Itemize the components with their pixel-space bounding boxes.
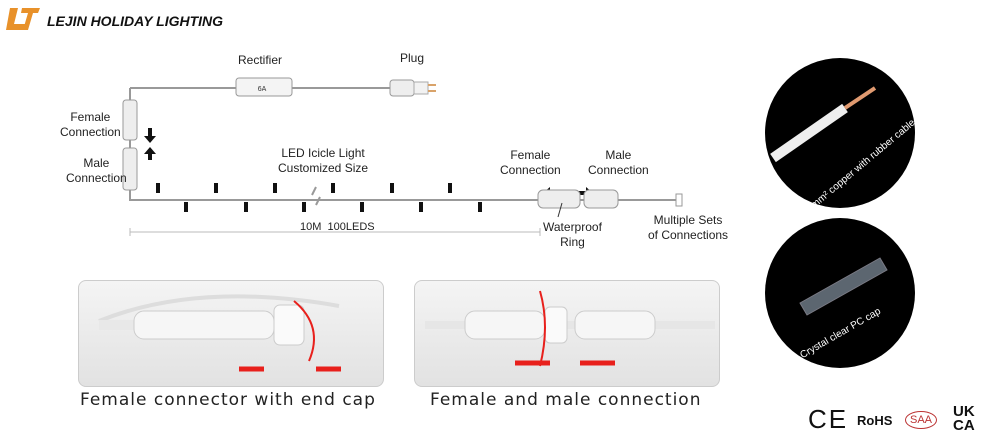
brand-logo xyxy=(6,6,42,32)
ce-mark: CE xyxy=(808,404,849,434)
led-bulb xyxy=(331,183,335,193)
dimension-label: 10M 100LEDS xyxy=(300,221,375,233)
male-connection-right-label: Male Connection xyxy=(588,148,649,177)
led-bulb xyxy=(302,202,306,212)
male-connection-left-label: Male Connection xyxy=(66,156,127,185)
led-bulb xyxy=(214,183,218,193)
product-label: LED Icicle Light Customized Size xyxy=(278,146,369,175)
led-bulb xyxy=(390,183,394,193)
led-bulb xyxy=(156,183,160,193)
led-bulb xyxy=(478,202,482,212)
photo-caption-2: Female and male connection xyxy=(430,390,702,410)
photo-female-male-connection xyxy=(414,280,720,387)
ukca-mark: UK CA xyxy=(953,403,975,434)
led-bulb xyxy=(184,202,188,212)
photo-caption-1: Female connector with end cap xyxy=(80,390,376,410)
plug-label: Plug xyxy=(400,51,425,65)
wiring-diagram: 6A xyxy=(122,77,683,236)
plug-icon xyxy=(389,79,436,97)
feature-pc-cap: Crystal clear PC cap xyxy=(765,218,915,368)
photo-female-end-cap xyxy=(78,280,384,387)
female-connection-right-label: Female Connection xyxy=(500,148,561,177)
led-bulb xyxy=(448,183,452,193)
led-bulb xyxy=(360,202,364,212)
led-bulb xyxy=(273,183,277,193)
waterproof-ring-label: Waterproof Ring xyxy=(543,220,602,249)
feature-cable: 0.3mm² copper with rubber cable xyxy=(765,58,915,208)
rectifier-rating: 6A xyxy=(258,86,267,93)
brand-name: LEJIN HOLIDAY LIGHTING xyxy=(47,13,224,29)
rectifier-box xyxy=(235,77,293,97)
rohs-mark: RoHS xyxy=(857,413,893,428)
right-connectors xyxy=(537,189,683,209)
led-bulb xyxy=(244,202,248,212)
led-bulb xyxy=(419,202,423,212)
led-bulbs xyxy=(156,183,482,212)
left-connectors xyxy=(122,99,138,191)
female-connection-left-label: Female Connection xyxy=(60,110,121,139)
saa-mark: SAA xyxy=(905,411,938,429)
multiple-sets-label: Multiple Sets of Connections xyxy=(648,213,729,242)
rectifier-label: Rectifier xyxy=(238,53,283,67)
